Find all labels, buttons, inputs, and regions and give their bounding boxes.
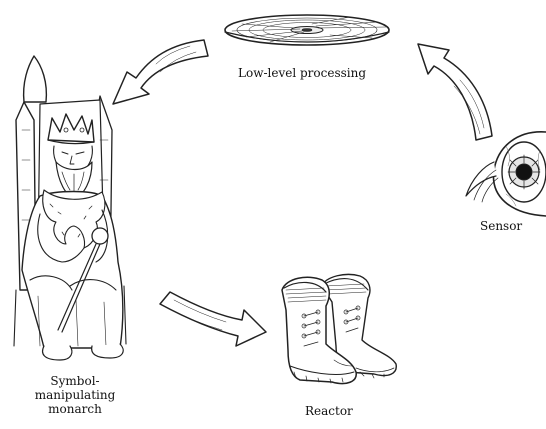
label-monarch-line3: monarch — [34, 402, 116, 416]
label-monarch-line1: Symbol- — [34, 374, 116, 388]
label-low-level-processing: Low-level processing — [238, 66, 366, 80]
arrow-to-monarch — [113, 40, 208, 104]
label-sensor: Sensor — [480, 219, 522, 233]
monarch-icon — [14, 56, 126, 360]
arrow-to-reactor — [160, 292, 266, 346]
label-symbol-manipulating-monarch: Symbol- manipulating monarch — [34, 374, 116, 416]
label-reactor: Reactor — [305, 404, 353, 418]
label-monarch-line2: manipulating — [34, 388, 116, 402]
arrow-to-disc — [418, 44, 492, 140]
disc-icon — [225, 15, 389, 45]
boots-icon — [282, 274, 396, 383]
eye-icon — [466, 132, 546, 216]
